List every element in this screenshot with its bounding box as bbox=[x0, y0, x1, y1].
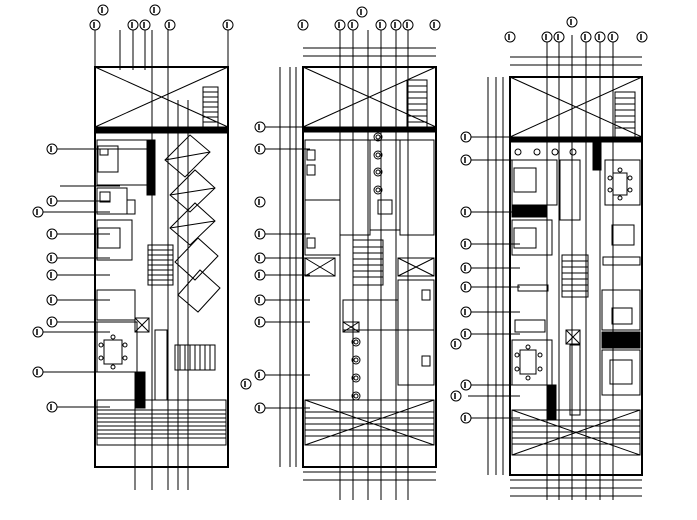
grid-bubble bbox=[580, 31, 592, 43]
grid-bubble bbox=[460, 238, 472, 250]
grid-bubble bbox=[32, 366, 44, 378]
grid-bubble bbox=[347, 19, 359, 31]
grid-bubble bbox=[390, 19, 402, 31]
grid-bubble bbox=[460, 281, 472, 293]
grid-bubble bbox=[594, 31, 606, 43]
grid-bubble bbox=[402, 19, 414, 31]
right-plan-outline bbox=[509, 76, 643, 476]
grid-bubble bbox=[460, 131, 472, 143]
grid-bubble bbox=[450, 338, 462, 350]
grid-bubble bbox=[254, 269, 266, 281]
grid-bubble bbox=[254, 402, 266, 414]
grid-bubble bbox=[32, 326, 44, 338]
grid-bubble bbox=[46, 252, 58, 264]
grid-bubble bbox=[429, 19, 441, 31]
bed-icon bbox=[97, 145, 119, 173]
grid-bubble bbox=[460, 306, 472, 318]
grid-bubble bbox=[164, 19, 176, 31]
right-plan bbox=[468, 35, 643, 500]
grid-bubble bbox=[222, 19, 234, 31]
grid-bubble bbox=[460, 206, 472, 218]
grid-bubble bbox=[356, 6, 368, 18]
grid-bubble bbox=[254, 316, 266, 328]
grid-bubble bbox=[46, 195, 58, 207]
grid-bubble bbox=[46, 228, 58, 240]
grid-bubble bbox=[46, 269, 58, 281]
grid-bubble bbox=[607, 31, 619, 43]
grid-bubble bbox=[566, 16, 578, 28]
left-plan-outline bbox=[94, 66, 229, 468]
grid-bubble bbox=[254, 143, 266, 155]
grid-bubble bbox=[127, 19, 139, 31]
left-top-stair bbox=[202, 86, 219, 128]
grid-bubble bbox=[254, 228, 266, 240]
grid-bubble bbox=[460, 412, 472, 424]
grid-bubble bbox=[254, 294, 266, 306]
grid-bubble bbox=[139, 19, 151, 31]
grid-bubble bbox=[460, 379, 472, 391]
grid-bubble bbox=[541, 31, 553, 43]
grid-bubble bbox=[375, 19, 387, 31]
left-plan bbox=[40, 30, 229, 490]
grid-bubble bbox=[240, 378, 252, 390]
dining-table bbox=[98, 334, 128, 370]
center-plan bbox=[262, 30, 437, 500]
grid-bubble bbox=[46, 294, 58, 306]
grid-bubble bbox=[460, 154, 472, 166]
grid-bubble bbox=[334, 19, 346, 31]
grid-bubble bbox=[149, 4, 161, 16]
grid-bubble bbox=[32, 206, 44, 218]
grid-bubble bbox=[254, 121, 266, 133]
grid-bubble bbox=[254, 369, 266, 381]
grid-bubble bbox=[636, 31, 648, 43]
grid-bubble bbox=[254, 196, 266, 208]
grid-bubble bbox=[46, 401, 58, 413]
grid-bubble bbox=[46, 316, 58, 328]
grid-bubble bbox=[553, 31, 565, 43]
grid-bubble bbox=[97, 4, 109, 16]
grid-bubbles bbox=[32, 4, 648, 424]
grid-bubble bbox=[460, 262, 472, 274]
grid-bubble bbox=[450, 390, 462, 402]
grid-bubble bbox=[254, 252, 266, 264]
grid-bubble bbox=[460, 328, 472, 340]
left-bottom-hatch bbox=[96, 399, 227, 446]
grid-bubble bbox=[89, 19, 101, 31]
grid-bubble bbox=[504, 31, 516, 43]
grid-bubble bbox=[297, 19, 309, 31]
center-plan-outline bbox=[302, 66, 437, 468]
grid-bubble bbox=[46, 143, 58, 155]
